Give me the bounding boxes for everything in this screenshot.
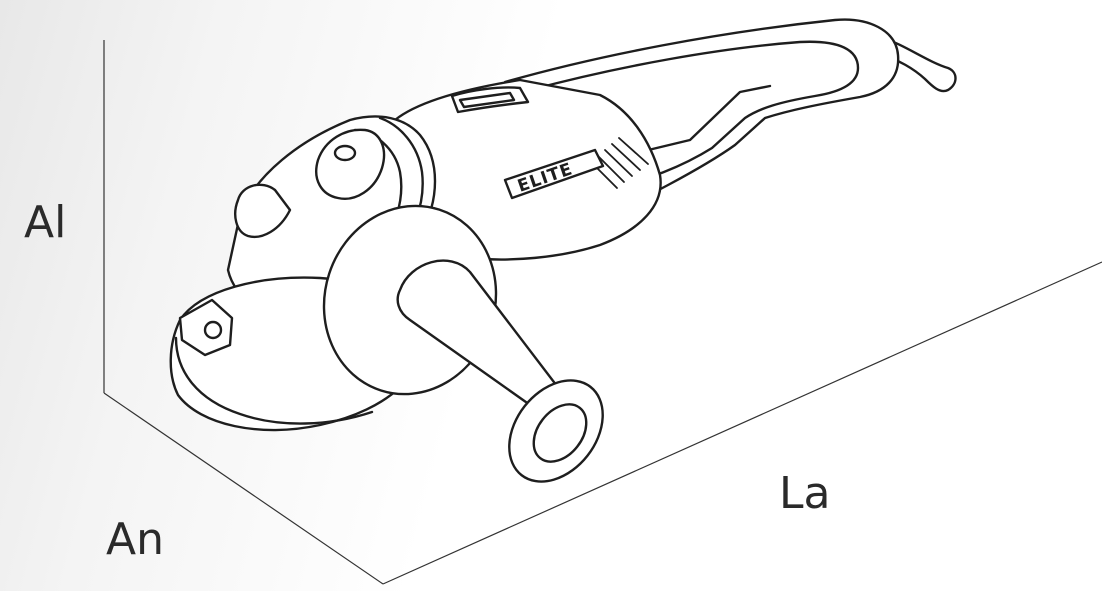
handle-contour-line — [638, 84, 772, 154]
brand-badge — [503, 148, 605, 200]
length-dimension-label: La — [779, 468, 831, 519]
guard-clamp-screw — [203, 320, 223, 340]
dimension-axes — [103, 40, 1102, 585]
height-dimension-label: Al — [24, 197, 67, 248]
angle-grinder — [169, 18, 957, 483]
width-axis-line — [103, 392, 384, 585]
power-switch-slider — [458, 91, 516, 109]
gear-head-front — [234, 183, 292, 239]
handle-grip-inset — [528, 40, 860, 188]
length-axis-line — [382, 261, 1102, 585]
power-cord — [881, 36, 957, 93]
width-dimension-label: An — [106, 514, 164, 565]
spindle-lock-cap — [333, 144, 357, 162]
side-handle-end-cap-inner — [532, 403, 588, 463]
spindle-lock-button — [315, 128, 386, 200]
wheel-guard-rim — [174, 336, 374, 425]
